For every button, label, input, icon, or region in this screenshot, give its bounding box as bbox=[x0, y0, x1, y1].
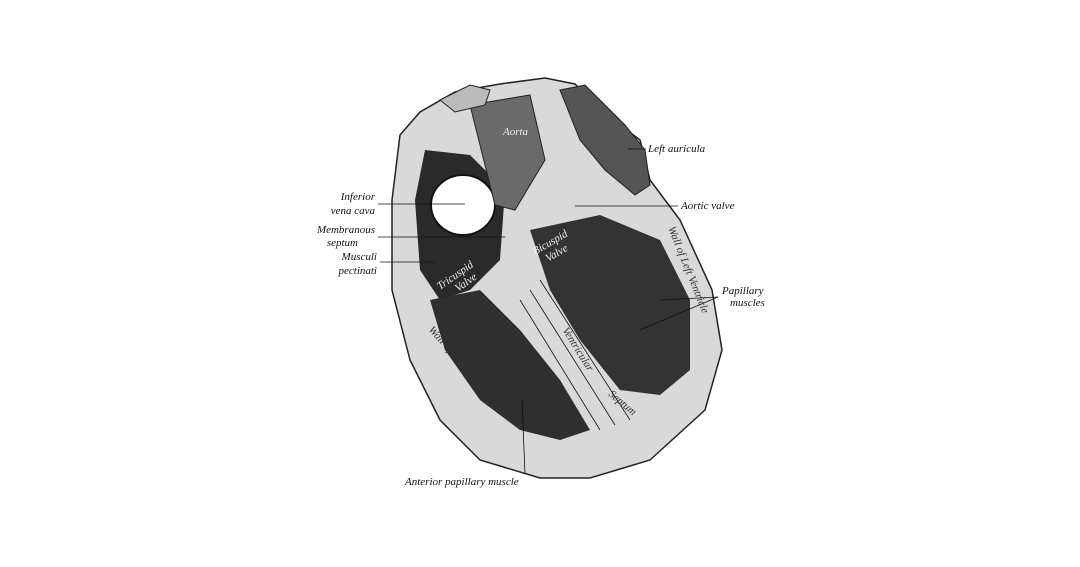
inferior-vena-cava-opening bbox=[430, 174, 496, 236]
septum-strokes bbox=[519, 279, 631, 431]
right-ventricle-cavity bbox=[430, 290, 590, 440]
label-papillary-muscles-1: Papillary bbox=[721, 285, 764, 297]
label-inferior-vena-cava-2: vena cava bbox=[331, 205, 376, 217]
label-papillary-muscles-2: muscles bbox=[730, 297, 765, 309]
label-left-auricula: Left auricula bbox=[647, 143, 706, 155]
vessel-top bbox=[439, 84, 491, 113]
label-aorta: Aorta bbox=[502, 126, 529, 138]
label-membranous-septum-2: septum bbox=[327, 237, 358, 249]
left-auricula-shape bbox=[559, 84, 651, 196]
leader-papillary-muscles-1 bbox=[659, 296, 719, 301]
left-ventricle-cavity bbox=[530, 215, 690, 395]
label-aortic-valve: Aortic valve bbox=[680, 200, 735, 212]
leader-anterior-papillary-muscle bbox=[521, 399, 526, 475]
label-membranous-septum-1: Membranous bbox=[316, 224, 375, 236]
label-musculi-pectinati-2: pectinati bbox=[338, 265, 378, 277]
label-anterior-papillary-muscle: Anterior papillary muscle bbox=[404, 476, 519, 488]
label-inferior-vena-cava-1: Inferior bbox=[340, 191, 376, 203]
label-musculi-pectinati-1: Musculi bbox=[341, 251, 377, 263]
aorta-shape bbox=[469, 94, 546, 211]
leader-papillary-muscles-2 bbox=[639, 296, 719, 331]
